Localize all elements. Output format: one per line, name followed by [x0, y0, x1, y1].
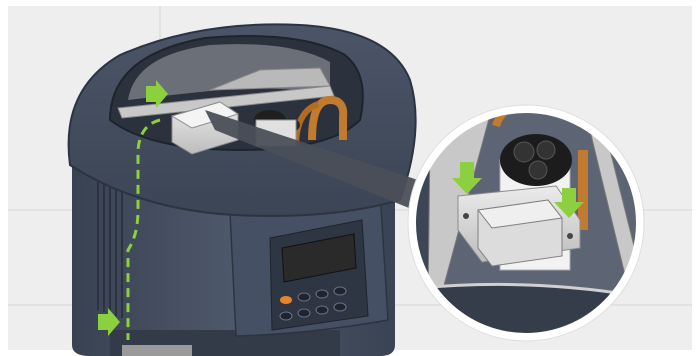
heat-pump-illustration [0, 0, 698, 356]
illustration-canvas [0, 0, 698, 356]
